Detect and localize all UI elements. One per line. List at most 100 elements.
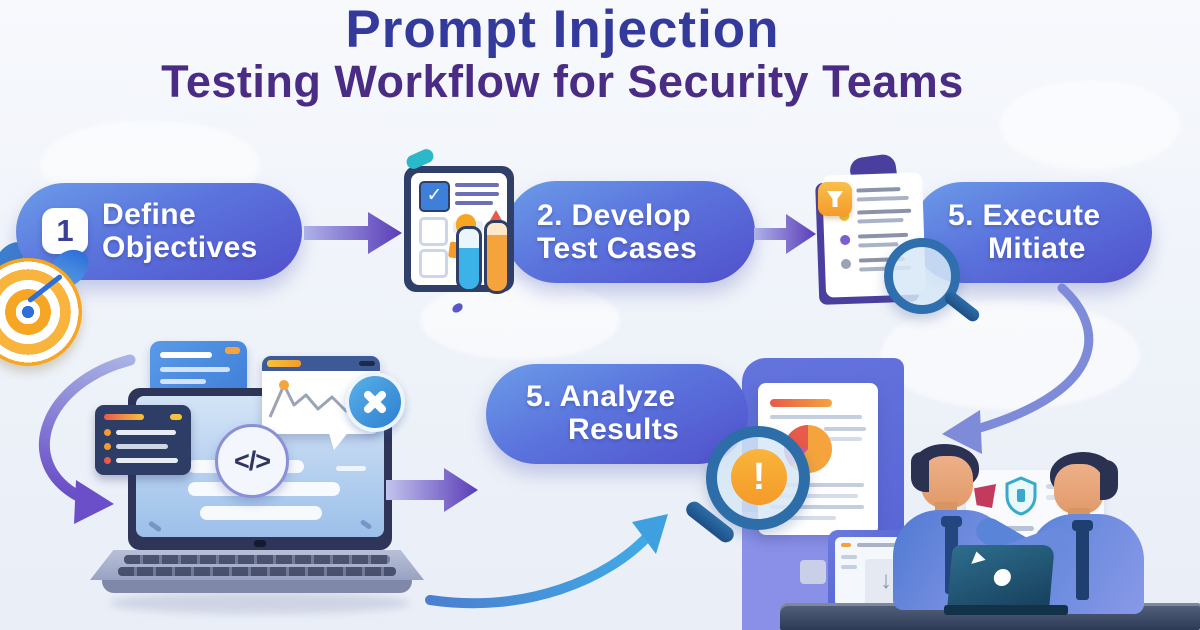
panel-line <box>116 430 176 435</box>
cursor-icon <box>971 551 988 568</box>
step2-label-line1: 2. Develop <box>537 199 692 232</box>
step3-label-line1: 5. Execute <box>948 199 1101 232</box>
panel-line <box>116 458 178 463</box>
screen-dash <box>147 520 163 533</box>
laptop-shadow <box>110 592 410 614</box>
text-line <box>856 187 901 193</box>
text-line <box>857 217 904 224</box>
doc-line <box>770 415 862 419</box>
page-title: Prompt Injection <box>345 0 780 59</box>
panel-chip <box>800 560 826 584</box>
magnifier-lens <box>706 426 810 530</box>
doc-line <box>770 483 864 487</box>
dart-icon <box>26 273 64 304</box>
panel-accent-line <box>104 414 144 420</box>
step3-label: 5. Execute Mitiate <box>948 199 1100 265</box>
analyst-hair-side <box>911 452 929 492</box>
magnifier-alert-icon: ! <box>683 426 810 546</box>
panel-line <box>116 444 168 449</box>
doc-line <box>824 427 866 431</box>
screen-dash <box>359 519 373 530</box>
panel-accent-chip <box>170 414 182 420</box>
checked-checkbox-icon: ✓ <box>419 181 450 212</box>
doc-line <box>770 505 864 509</box>
analyst-face <box>1054 464 1104 514</box>
screen-dash <box>336 466 366 471</box>
red-flag-icon <box>974 484 996 508</box>
step2-pill: 2. Develop Test Cases <box>505 181 755 283</box>
report-clipboard-icon <box>818 152 930 300</box>
checklist-clipboard-icon: ✓ <box>404 146 516 314</box>
test-tube-blue-icon <box>456 226 482 292</box>
doc-line <box>770 494 858 498</box>
camera-notch <box>254 540 266 547</box>
step1-label: Define Objectives <box>102 198 258 264</box>
analyst-hair-side <box>1100 460 1118 500</box>
key-row <box>118 567 396 576</box>
bubble-accent <box>225 347 240 354</box>
laptop-lid <box>947 545 1055 607</box>
window-titlebar <box>262 356 380 371</box>
step2-label: 2. Develop Test Cases <box>537 199 697 265</box>
monitor-line <box>841 555 857 559</box>
text-line <box>455 201 493 205</box>
step1-label-line2: Objectives <box>102 231 258 264</box>
empty-checkbox-icon <box>419 217 448 246</box>
step1-number-badge: 1 <box>42 208 88 254</box>
doc-line <box>824 437 862 441</box>
bubble-line <box>160 379 206 384</box>
bullet-gray <box>840 258 852 270</box>
titlebar-dash <box>359 361 375 366</box>
magnifier-small-icon <box>884 238 982 324</box>
arrow-step2-step3 <box>754 214 816 254</box>
step1-pill: 1 Define Objectives <box>16 183 302 280</box>
bubble-line <box>160 352 212 358</box>
arrow-bottom-curve-head <box>632 514 668 554</box>
background-blob <box>1000 80 1180 170</box>
arrow-step1-step2 <box>304 212 402 254</box>
text-line <box>857 208 912 215</box>
bubble-line <box>160 367 230 372</box>
error-x-icon <box>345 372 405 432</box>
key-row <box>124 555 390 564</box>
monitor-line <box>841 565 857 569</box>
analyst-face <box>921 456 973 508</box>
text-line <box>455 183 499 187</box>
analyst-tie <box>1076 528 1089 600</box>
doc-line <box>770 516 836 520</box>
laptop-base <box>944 605 1068 615</box>
background-blob <box>420 280 620 360</box>
step2-label-line2: Test Cases <box>537 232 698 265</box>
bullet-purple <box>839 234 851 246</box>
page-subtitle: Testing Workflow for Security Teams <box>161 56 964 108</box>
step3-label-line2: Mitiate <box>988 232 1086 265</box>
panel-bullet <box>104 429 111 436</box>
analyst-tie-knot <box>941 516 962 527</box>
step4-label-line1: 5. Analyze <box>526 380 676 413</box>
monitor-line <box>857 543 897 547</box>
step4-label-line2: Results <box>568 413 680 446</box>
text-line <box>455 192 499 196</box>
window-tail <box>328 430 350 450</box>
panel-bullet <box>104 457 111 464</box>
step4-pill: 5. Analyze Results <box>486 364 748 464</box>
funnel-icon <box>818 182 852 216</box>
titlebar-accent <box>267 360 301 367</box>
arrow-bottom-curve <box>425 529 655 609</box>
doc-title-line <box>770 399 832 407</box>
alert-exclamation-icon: ! <box>731 449 787 505</box>
step3-pill: 5. Execute Mitiate <box>912 182 1152 283</box>
code-icon: </> <box>215 424 289 498</box>
background-blob <box>880 300 1140 410</box>
log-panel-icon <box>95 405 191 475</box>
empty-checkbox-icon <box>419 249 448 278</box>
analyst-laptop <box>944 545 1068 617</box>
step4-label: 5. Analyze Results <box>526 380 679 446</box>
monitor-chip <box>841 543 851 547</box>
shield-icon <box>1005 476 1037 516</box>
analyst-tie-knot <box>1072 520 1093 531</box>
test-tube-orange-icon <box>484 220 510 294</box>
panel-bullet <box>104 443 111 450</box>
laptop-logo <box>993 569 1012 586</box>
